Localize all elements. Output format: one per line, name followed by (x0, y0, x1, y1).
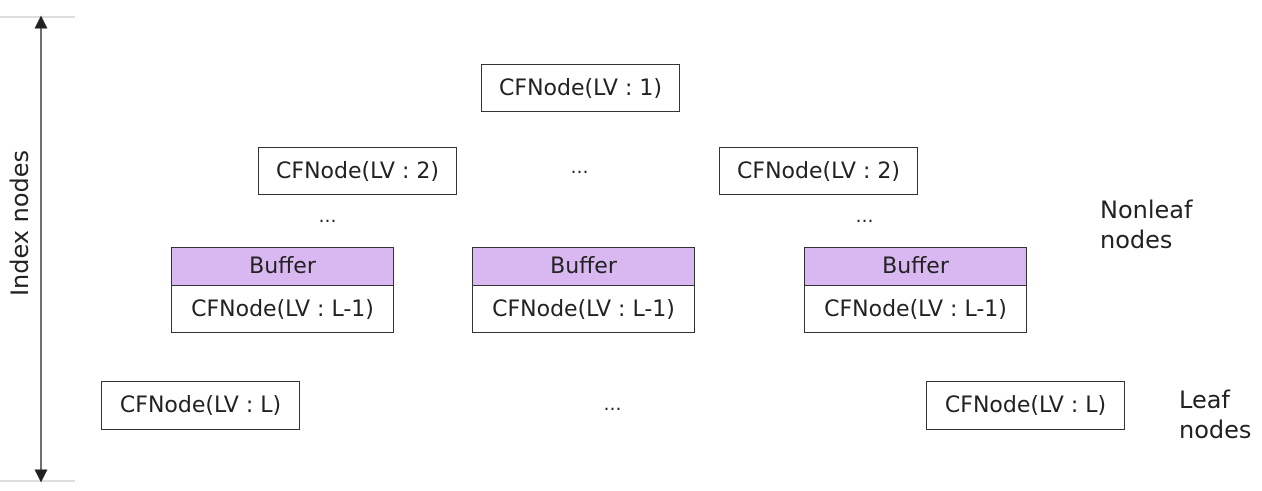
right-vertical-ellipsis: … (855, 206, 875, 227)
lv-l1-node-middle: CFNode(LV : L-1) (472, 285, 695, 333)
level2-node-left: CFNode(LV : 2) (258, 147, 457, 195)
buffer-middle: Buffer (472, 247, 695, 286)
leaf-node-left: CFNode(LV : L) (101, 381, 300, 430)
lv-l1-node-right: CFNode(LV : L-1) (804, 285, 1027, 333)
axis-label: Index nodes (6, 149, 34, 297)
leaf-nodes-label: Leaf nodes (1179, 385, 1251, 445)
leaf-label-line1: Leaf (1179, 386, 1230, 414)
leaf-label-line2: nodes (1179, 416, 1252, 444)
index-axis (0, 15, 75, 483)
leaf-node-right: CFNode(LV : L) (926, 381, 1125, 430)
nonleaf-nodes-label: Nonleaf nodes (1100, 195, 1192, 255)
root-node: CFNode(LV : 1) (481, 64, 680, 112)
buffer-left: Buffer (171, 247, 394, 286)
level2-ellipsis: … (570, 157, 590, 178)
left-vertical-ellipsis: … (318, 206, 338, 227)
lv-l1-node-left: CFNode(LV : L-1) (171, 285, 394, 333)
leaf-ellipsis: … (603, 394, 623, 415)
nonleaf-label-line1: Nonleaf (1100, 196, 1193, 224)
buffer-right: Buffer (804, 247, 1027, 286)
level2-node-right: CFNode(LV : 2) (719, 147, 918, 195)
nonleaf-label-line2: nodes (1100, 226, 1173, 254)
